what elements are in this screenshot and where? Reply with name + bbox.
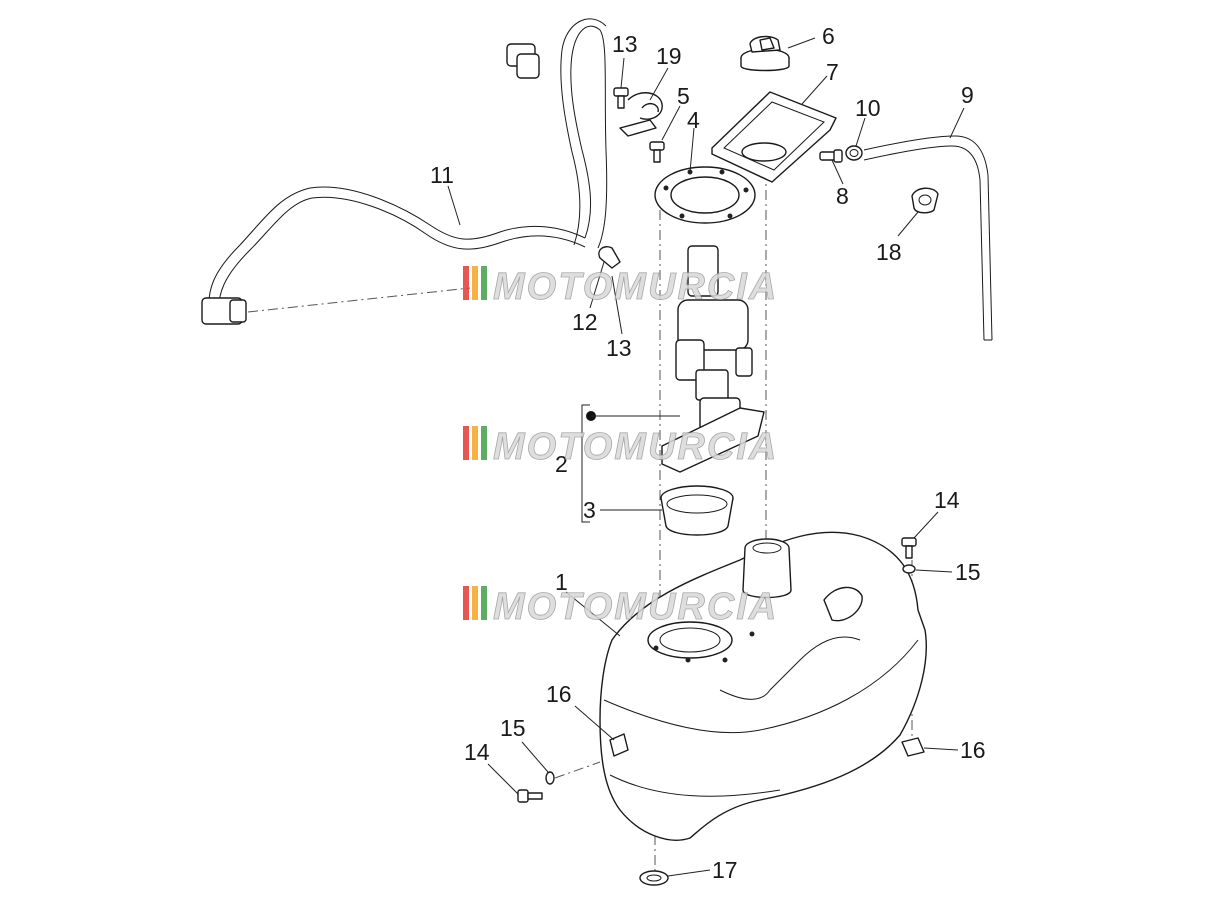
- bolt-5: [649, 141, 665, 163]
- callout-13-mid: 13: [606, 335, 632, 361]
- watermark-middle: MOTOMURCIA: [463, 426, 778, 468]
- callout-16-left: 16: [546, 681, 572, 707]
- drain-hose-9: [863, 135, 993, 341]
- fuel-hose-11: [201, 18, 608, 325]
- bolt-14-right: [901, 537, 917, 559]
- group-bracket: [581, 404, 680, 523]
- clip-nut-16-right: [901, 737, 925, 757]
- callout-12: 12: [572, 309, 598, 335]
- callout-4: 4: [687, 107, 700, 133]
- callout-19: 19: [656, 43, 682, 69]
- watermark-top: MOTOMURCIA: [463, 266, 778, 308]
- leader-lines: [447, 37, 965, 877]
- fuel-pump-2: [661, 245, 765, 473]
- callout-3: 3: [583, 497, 596, 523]
- seal-ring-3: [660, 485, 734, 536]
- filler-tray-7: [711, 91, 837, 183]
- callout-15-right: 15: [955, 559, 981, 585]
- callout-numbers: 13 19 6 7 5 4 10 9 8 11 18 12 13 2 3 1 1…: [430, 23, 986, 883]
- grommet-17: [639, 870, 669, 886]
- callout-14-left: 14: [464, 739, 490, 765]
- callout-16-right: 16: [960, 737, 986, 763]
- callout-5: 5: [677, 83, 690, 109]
- callout-11: 11: [430, 162, 454, 188]
- watermark-text: MOTOMURCIA: [493, 586, 778, 628]
- callout-15-left: 15: [500, 715, 526, 741]
- clip-18: [911, 187, 939, 214]
- callout-9: 9: [961, 82, 974, 108]
- callout-13-top: 13: [612, 31, 638, 57]
- callout-8: 8: [836, 183, 849, 209]
- watermark-text: MOTOMURCIA: [493, 266, 778, 308]
- callout-18: 18: [876, 239, 902, 265]
- callout-10: 10: [855, 95, 881, 121]
- clip-nut-16-left: [609, 733, 629, 757]
- pipe-clip-19: [619, 92, 663, 137]
- flange-ring-4: [654, 166, 756, 224]
- hose-piece-12: [598, 246, 621, 269]
- callout-2: 2: [555, 451, 568, 477]
- washer-15-left: [545, 771, 555, 785]
- fitting-8: [819, 149, 843, 163]
- watermark-bottom: MOTOMURCIA: [463, 586, 778, 628]
- fuel-cap-6: [740, 35, 790, 72]
- callout-14-right: 14: [934, 487, 960, 513]
- callout-6: 6: [822, 23, 835, 49]
- fuel-tank-1: [599, 531, 927, 841]
- washer-15-right: [902, 564, 916, 574]
- hose-clamp-10: [845, 145, 863, 161]
- callout-17: 17: [712, 857, 738, 883]
- callout-7: 7: [826, 59, 839, 85]
- bolt-14-left: [517, 789, 543, 803]
- watermark-text: MOTOMURCIA: [493, 426, 778, 468]
- callout-1: 1: [555, 569, 568, 595]
- bolt-13-top: [613, 87, 629, 109]
